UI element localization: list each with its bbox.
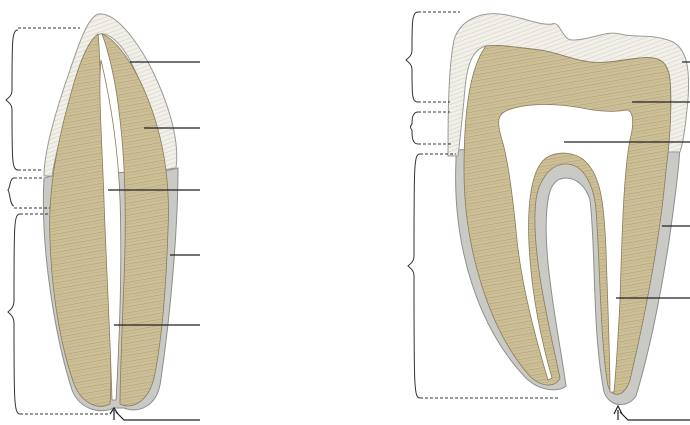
molar-neck-bracket [411, 112, 419, 144]
molar-neck-bracket-dash [418, 112, 452, 144]
molar-root-bracket [408, 154, 420, 398]
incisor-foramen-leader [116, 412, 200, 420]
molar-tooth [448, 14, 689, 420]
incisor-root-bracket [8, 214, 20, 414]
incisor-tooth [43, 14, 178, 420]
molar-foramen-leader [620, 412, 690, 420]
molar-crown-bracket [406, 12, 418, 102]
incisor-neck-bracket [8, 178, 14, 206]
incisor-apical-foramen-arrow [110, 408, 118, 420]
incisor-crown-bracket [6, 30, 18, 170]
